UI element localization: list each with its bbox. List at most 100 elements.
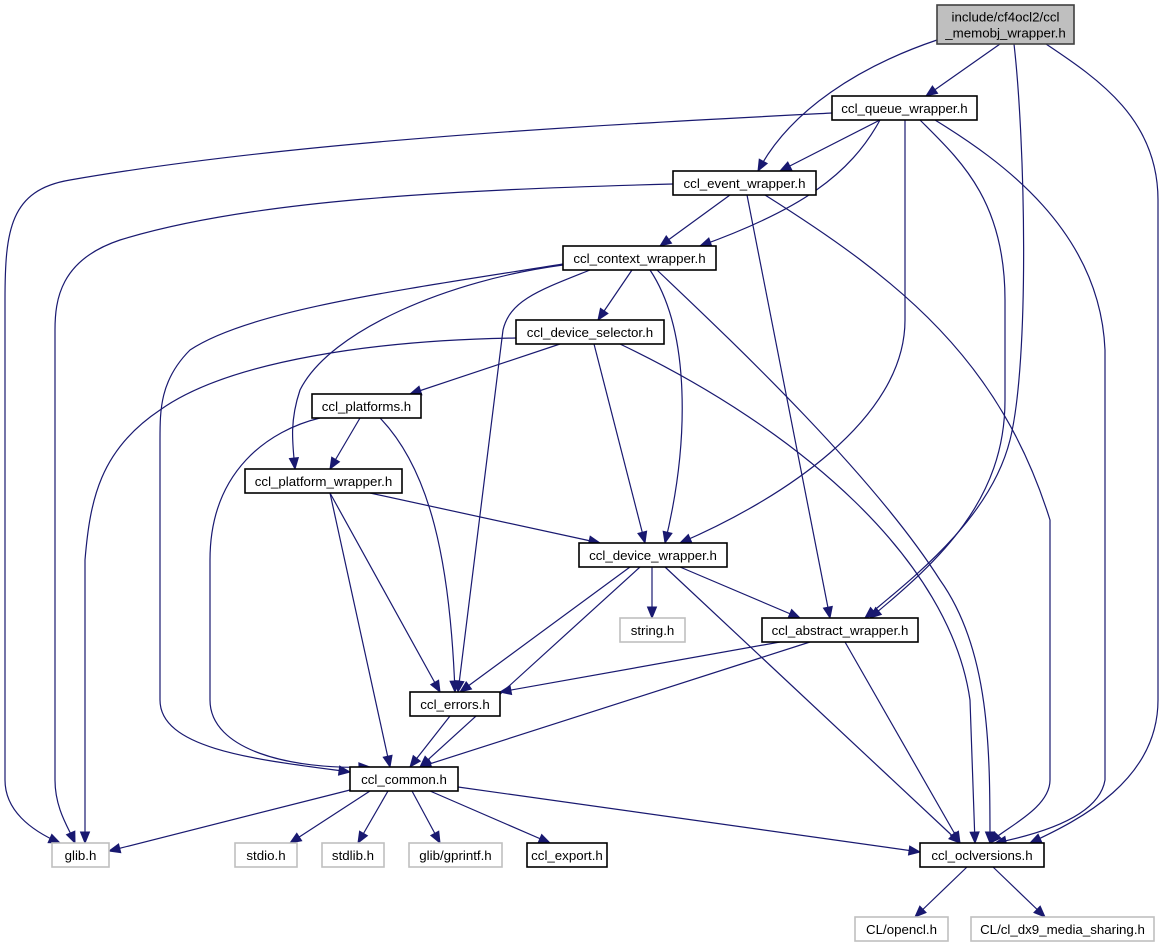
node-box (234, 842, 298, 868)
edge-device-to-abstract (679, 566, 802, 619)
edge-line (779, 119, 881, 172)
node-label: ccl_device_wrapper.h (589, 548, 717, 563)
edge-common-to-export (429, 790, 552, 844)
node-box (619, 617, 686, 643)
arrowhead-icon (537, 833, 552, 844)
edge-line (1029, 43, 1159, 844)
node-box (672, 170, 817, 196)
edge-queue-to-oclversions (934, 119, 1106, 846)
edge-line (419, 566, 641, 768)
node-label: include/cf4ocl2/ccl (952, 10, 1060, 25)
arrowhead-icon (907, 845, 922, 856)
arrowhead-icon (1028, 833, 1043, 844)
edge-line (457, 786, 921, 853)
node-box (244, 468, 403, 494)
edge-common-to-gprintf (411, 790, 441, 845)
node-box (409, 691, 501, 717)
edge-line (379, 417, 456, 693)
node-box (526, 842, 608, 868)
edge-context-to-device (649, 269, 683, 545)
edge-line (329, 492, 391, 768)
node-label: CL/opencl.h (866, 922, 937, 937)
edge-platforms-to-errors (379, 417, 460, 694)
arrowhead-icon (949, 830, 961, 845)
node-box (761, 617, 919, 643)
node-context[interactable]: ccl_context_wrapper.h (562, 245, 717, 271)
node-box (515, 319, 665, 345)
node-errors[interactable]: ccl_errors.h (409, 691, 501, 717)
arrowhead-icon (658, 234, 673, 247)
node-label: glib.h (65, 848, 97, 863)
node-label: ccl_common.h (361, 772, 447, 787)
node-abstract[interactable]: ccl_abstract_wrapper.h (761, 617, 919, 643)
edge-line (409, 343, 561, 395)
node-stdio: stdio.h (234, 842, 298, 868)
arrowhead-icon (597, 307, 609, 322)
node-label: ccl_export.h (531, 848, 603, 863)
edge-selector-to-glib (79, 337, 517, 845)
arrowhead-icon (382, 754, 393, 769)
arrowhead-icon (914, 905, 927, 918)
node-queue[interactable]: ccl_queue_wrapper.h (831, 95, 978, 121)
edge-queue-to-abstract (868, 119, 1006, 619)
arrowhead-icon (498, 684, 513, 696)
edge-line (291, 264, 564, 470)
node-device[interactable]: ccl_device_wrapper.h (578, 542, 728, 568)
arrowhead-icon (329, 456, 341, 471)
edge-line (457, 269, 591, 693)
nodes-layer: include/cf4ocl2/ccl_memobj_wrapper.h ccl_… (51, 4, 1155, 942)
node-box (562, 245, 717, 271)
edge-selector-to-device (593, 343, 648, 545)
node-export[interactable]: ccl_export.h (526, 842, 608, 868)
edge-line (619, 343, 976, 844)
edge-selector-to-platforms (408, 343, 561, 396)
edge-common-to-stdio (288, 790, 371, 844)
arrowhead-icon (662, 530, 673, 545)
edge-platform-to-device (369, 492, 602, 546)
node-label: ccl_oclversions.h (931, 848, 1032, 863)
edge-line (844, 641, 961, 844)
arrowhead-icon (637, 530, 648, 545)
edge-line (659, 194, 731, 247)
edge-root-to-oclversions (1028, 43, 1159, 844)
edge-device-to-oclversions (664, 566, 961, 844)
node-platforms[interactable]: ccl_platforms.h (311, 393, 422, 419)
node-opencl: CL/opencl.h (854, 916, 949, 942)
node-root[interactable]: include/cf4ocl2/ccl_memobj_wrapper.h (936, 4, 1075, 45)
edge-line (593, 343, 646, 544)
edge-selector-to-oclversions (619, 343, 980, 845)
arrowhead-icon (429, 830, 441, 845)
edge-line (925, 43, 1001, 97)
node-oclversions[interactable]: ccl_oclversions.h (919, 842, 1045, 868)
edge-oclversions-to-opencl (914, 866, 968, 918)
arrowhead-icon (429, 679, 441, 694)
edge-context-to-selector (597, 269, 633, 322)
edge-root-to-abstract (863, 43, 1025, 619)
edge-queue-to-event (778, 119, 881, 172)
node-selector[interactable]: ccl_device_selector.h (515, 319, 665, 345)
edge-line (757, 39, 938, 172)
edge-line (992, 866, 1046, 918)
node-common[interactable]: ccl_common.h (349, 766, 459, 792)
node-event[interactable]: ccl_event_wrapper.h (672, 170, 817, 196)
node-box (936, 4, 1075, 45)
node-stdlib: stdlib.h (321, 842, 385, 868)
edge-line (746, 194, 831, 619)
edge-line (914, 866, 968, 918)
edge-device-to-errors (458, 566, 631, 693)
edge-common-to-oclversions (457, 786, 922, 856)
edge-common-to-stdlib (357, 790, 389, 845)
edge-line (499, 641, 781, 693)
node-box (854, 916, 949, 942)
arrowhead-icon (409, 754, 422, 769)
node-label: ccl_context_wrapper.h (573, 251, 705, 266)
arrowhead-icon (646, 606, 658, 620)
node-box (919, 842, 1045, 868)
edges-layer (4, 39, 1159, 918)
arrowhead-icon (778, 161, 793, 172)
node-platform[interactable]: ccl_platform_wrapper.h (244, 468, 403, 494)
edge-line (679, 566, 801, 619)
edge-platform-to-common (329, 492, 393, 769)
edge-line (664, 566, 961, 844)
